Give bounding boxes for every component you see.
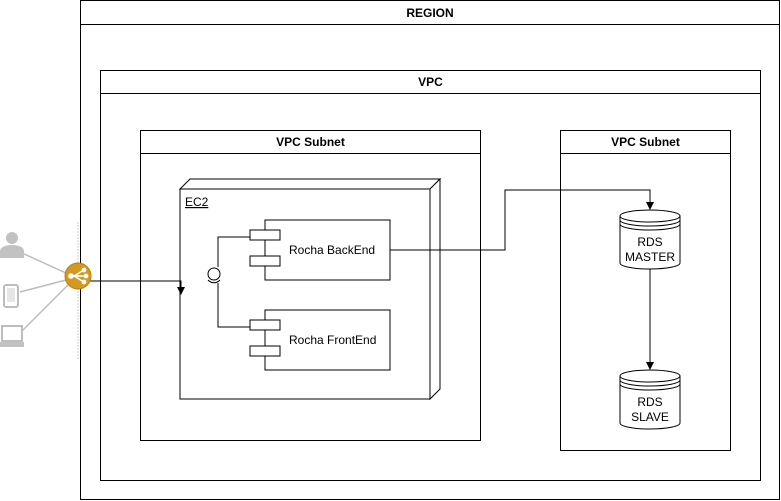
region-title: REGION <box>81 1 779 25</box>
lb-to-ec2-connector <box>90 280 185 295</box>
client-links <box>19 252 69 332</box>
backend-component[interactable] <box>249 219 391 281</box>
user-icon <box>0 232 24 258</box>
vpc-subnet-left-title: VPC Subnet <box>141 131 480 154</box>
rds-master-database[interactable] <box>619 209 681 270</box>
frontend-label: Rocha FrontEnd <box>289 333 376 347</box>
vpc-title: VPC <box>101 71 760 94</box>
rds-master-label-line1: RDS <box>637 235 662 249</box>
mobile-icon <box>3 284 19 308</box>
rds-slave-label-line1: RDS <box>637 395 662 409</box>
load-balancer-icon[interactable] <box>64 262 92 290</box>
rds-slave-label-line2: SLAVE <box>631 410 669 424</box>
laptop-icon <box>0 325 24 347</box>
rds-master-label-line2: MASTER <box>625 250 675 264</box>
ec2-label: EC2 <box>185 195 209 209</box>
rds-slave-database[interactable] <box>619 369 681 430</box>
interface-connector <box>207 236 250 328</box>
backend-to-master-connector <box>390 189 654 251</box>
backend-label: Rocha BackEnd <box>289 243 375 257</box>
frontend-component[interactable] <box>249 309 391 371</box>
vpc-subnet-right-title: VPC Subnet <box>561 131 730 154</box>
